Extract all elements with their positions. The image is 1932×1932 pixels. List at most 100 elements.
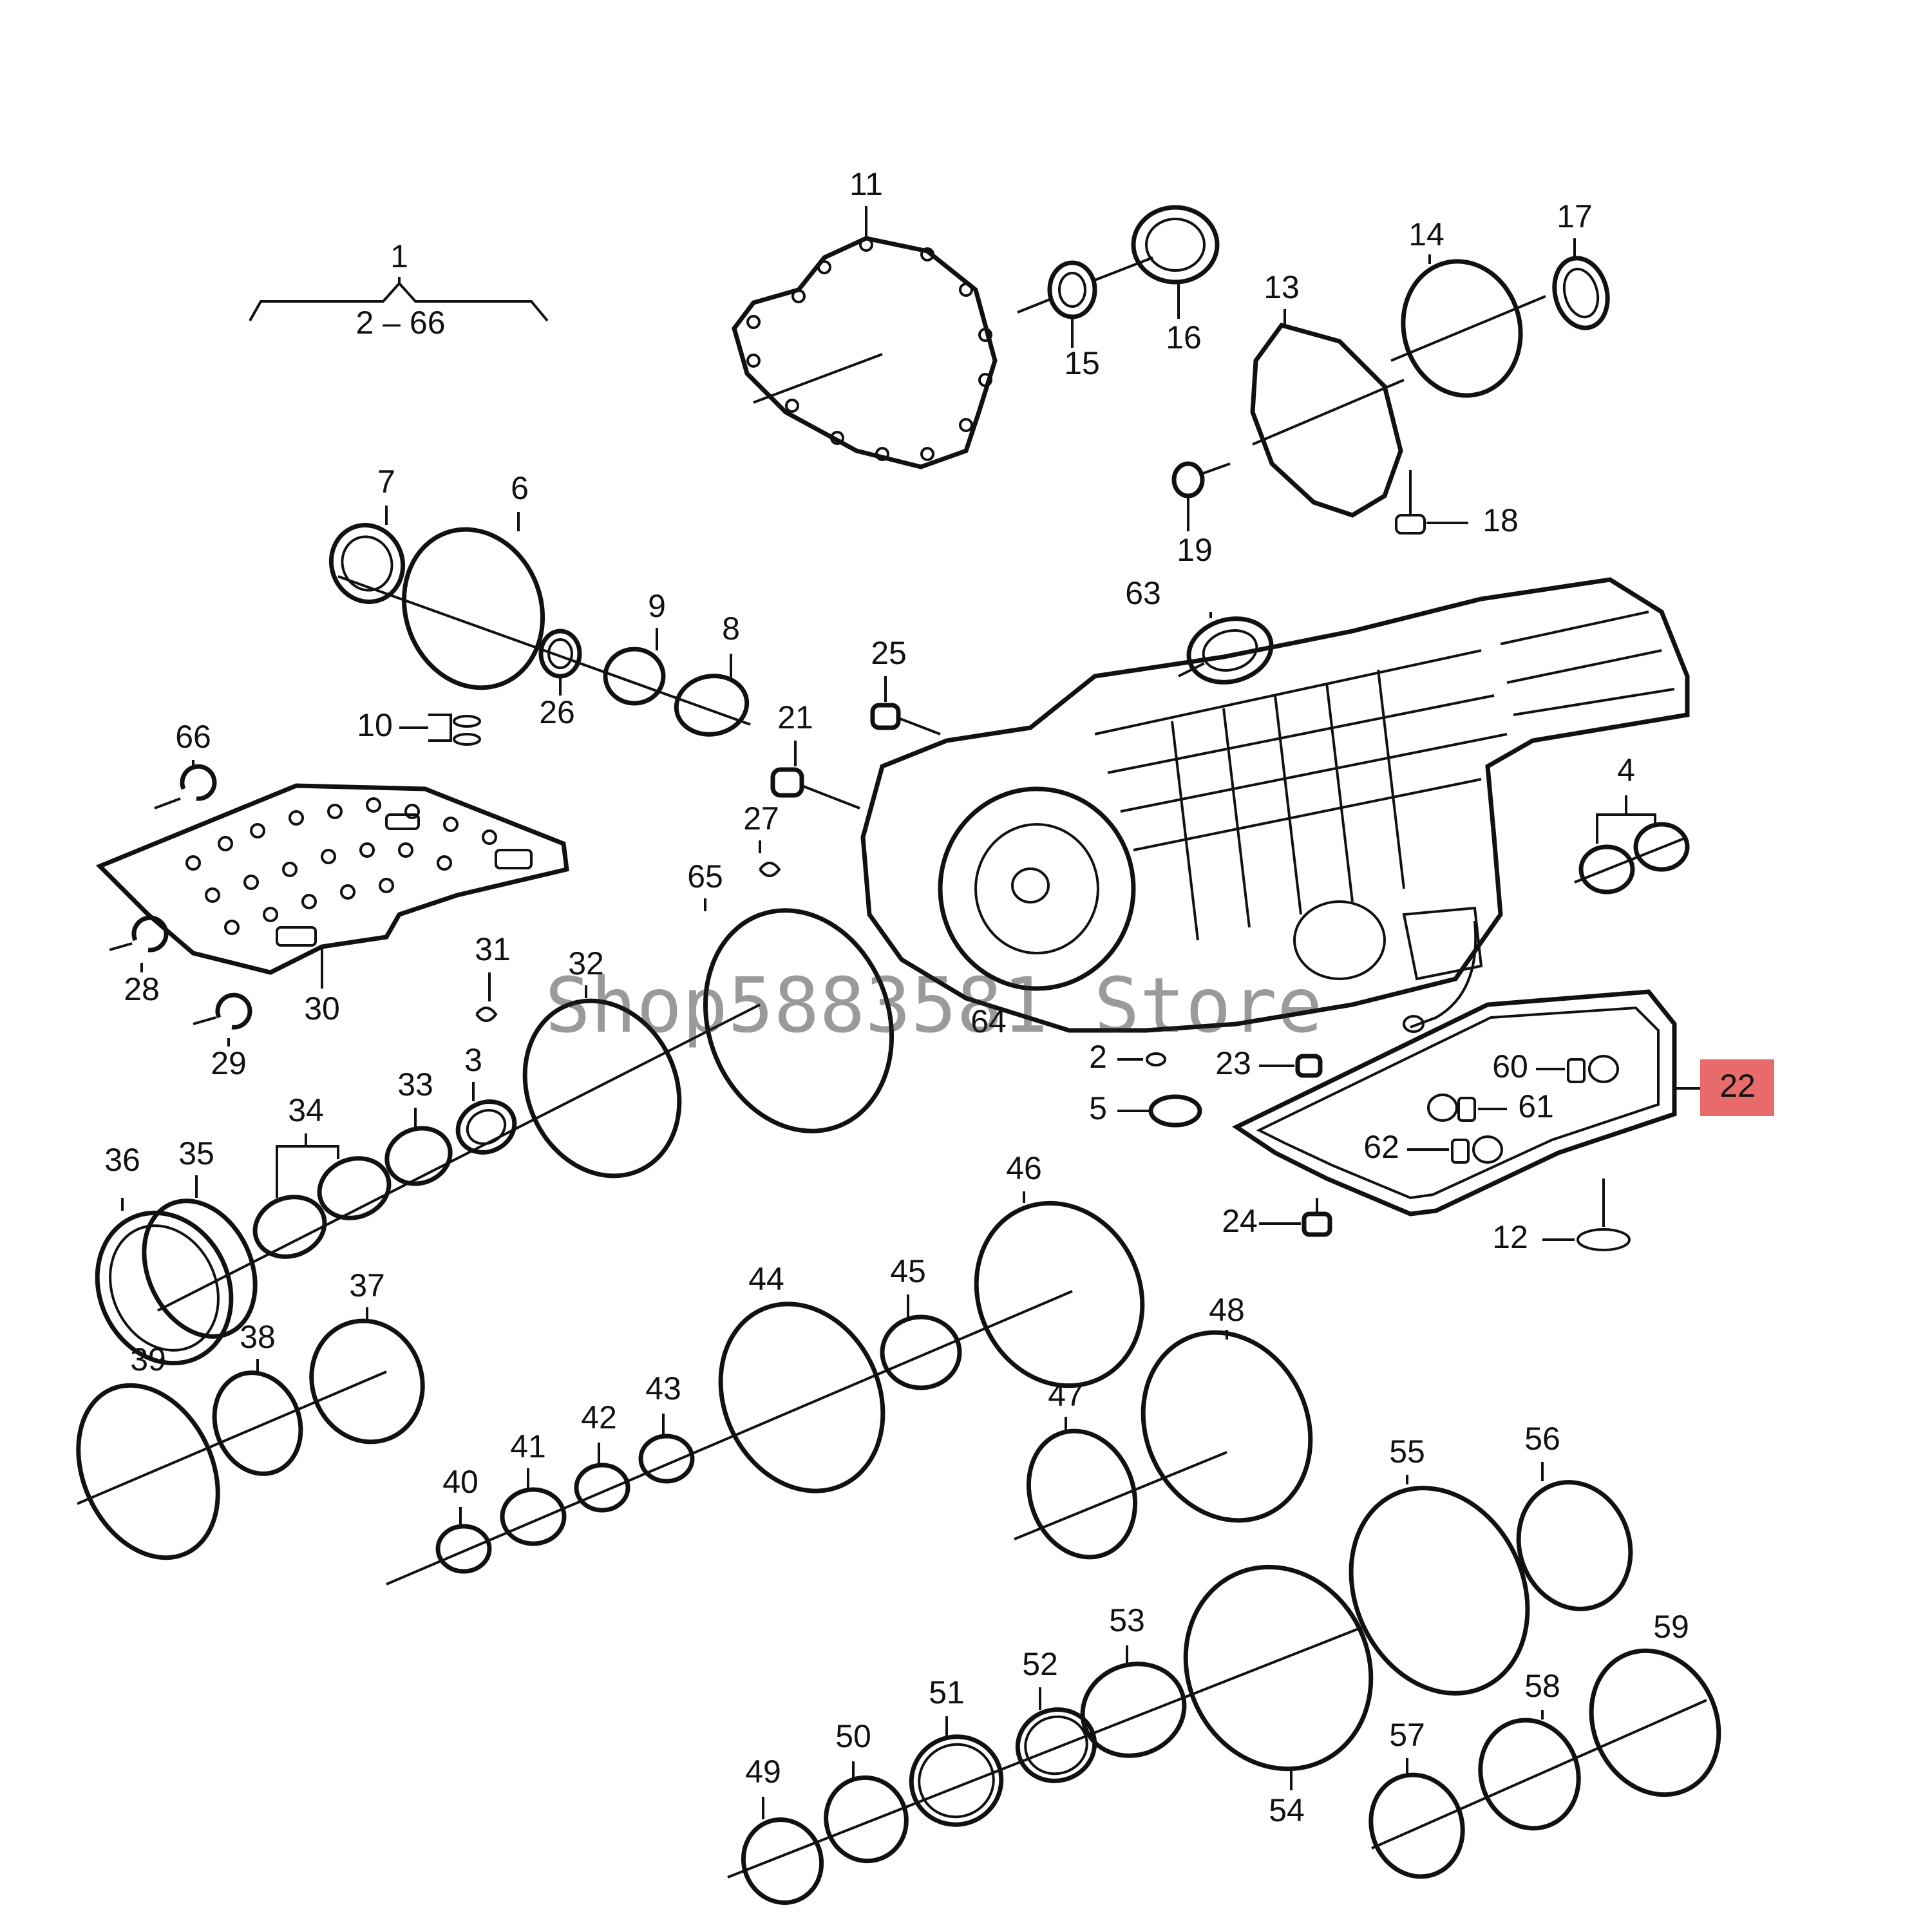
callout-18: 18	[1482, 502, 1519, 538]
callout-52: 52	[1022, 1646, 1058, 1682]
assembly-range: 2 – 66	[355, 305, 445, 341]
callout-2: 2	[1089, 1039, 1107, 1075]
seal-63: 63	[1125, 575, 1274, 685]
callout-54: 54	[1269, 1792, 1305, 1828]
ring-54: 54	[1183, 1564, 1374, 1828]
callout-61: 61	[1518, 1088, 1554, 1124]
callout-21: 21	[777, 699, 813, 735]
ring-50: 50	[824, 1718, 909, 1864]
seal-26: 26	[538, 629, 582, 730]
axis-line-left	[77, 1370, 387, 1505]
plug-21: 21	[770, 699, 860, 810]
ring-47: 47	[1026, 1377, 1138, 1560]
callout-63: 63	[1125, 575, 1161, 611]
ring-41: 41	[500, 1428, 567, 1546]
seal-35: 35	[142, 1135, 258, 1339]
plug-60: 60	[1492, 1048, 1619, 1084]
callout-62: 62	[1363, 1129, 1399, 1165]
callout-66: 66	[175, 719, 211, 755]
callout-28: 28	[124, 971, 160, 1007]
callout-17: 17	[1557, 198, 1593, 234]
ring-45: 45	[880, 1253, 962, 1390]
clip-27: 27	[743, 800, 781, 877]
ring-51: 51	[909, 1674, 1004, 1827]
callout-33: 33	[397, 1066, 433, 1103]
callout-60: 60	[1492, 1048, 1528, 1084]
highlight-box-22	[1700, 1059, 1774, 1116]
plug-18: 18	[1395, 470, 1519, 538]
callout-49: 49	[745, 1754, 781, 1790]
callout-24: 24	[1222, 1203, 1258, 1239]
ring-43: 43	[638, 1370, 695, 1484]
axis-line-right	[1371, 1699, 1707, 1850]
callout-58: 58	[1524, 1668, 1560, 1704]
seal-7: 7	[328, 464, 406, 604]
axis-line-upper	[337, 575, 751, 726]
gasket-13: 13	[1250, 269, 1405, 518]
callout-27: 27	[743, 800, 779, 837]
ring-14: 14	[1390, 216, 1546, 398]
callout-44: 44	[748, 1261, 784, 1297]
callout-57: 57	[1389, 1717, 1425, 1753]
ring-58: 58	[1478, 1668, 1581, 1831]
plug-62: 62	[1363, 1129, 1503, 1165]
callout-14: 14	[1408, 216, 1444, 252]
callout-36: 36	[104, 1142, 140, 1178]
ring-56: 56	[1516, 1421, 1633, 1611]
ring-57: 57	[1368, 1717, 1465, 1879]
callout-40: 40	[442, 1464, 478, 1500]
callout-31: 31	[475, 931, 511, 967]
callout-5: 5	[1089, 1090, 1107, 1126]
ring-40: 40	[435, 1464, 492, 1574]
ring-49: 49	[741, 1754, 824, 1905]
axis-line-lower-1	[386, 1290, 1073, 1586]
callout-55: 55	[1389, 1434, 1425, 1470]
axis-line-bottom	[727, 1625, 1366, 1879]
callout-37: 37	[349, 1267, 385, 1303]
callout-30: 30	[304, 990, 340, 1027]
callout-13: 13	[1264, 269, 1300, 305]
callout-53: 53	[1109, 1602, 1145, 1638]
callout-8: 8	[722, 611, 740, 647]
clip-31: 31	[475, 931, 511, 1022]
callout-10: 10	[357, 707, 393, 743]
assembly-bracket: 1 2 – 66	[249, 238, 549, 341]
ring-37: 37	[309, 1267, 425, 1444]
gasket-11: 11	[732, 166, 998, 469]
callout-3: 3	[464, 1042, 482, 1078]
separator-plate-30: 30	[95, 783, 569, 1027]
callout-46: 46	[1006, 1150, 1042, 1186]
plug-23: 23	[1215, 1045, 1323, 1081]
rings-34: 34	[252, 1092, 392, 1259]
ring-9: 9	[603, 588, 666, 706]
callout-12: 12	[1492, 1219, 1528, 1255]
seal-5: 5	[1089, 1090, 1202, 1128]
callout-41: 41	[510, 1428, 546, 1464]
ring-33: 33	[384, 1066, 453, 1186]
callout-51: 51	[929, 1674, 965, 1710]
circlip-66: 66	[154, 719, 217, 810]
ring-39: 39	[76, 1341, 220, 1560]
callout-48: 48	[1209, 1292, 1245, 1328]
callout-7: 7	[377, 464, 395, 500]
axis-line-lower-2	[1014, 1451, 1227, 1540]
circlip-29: 29	[193, 992, 252, 1081]
callout-59: 59	[1653, 1609, 1689, 1645]
ring-46: 46	[974, 1150, 1145, 1388]
plug-25: 25	[870, 635, 941, 735]
seal-17: 17	[1552, 198, 1610, 330]
callout-34: 34	[288, 1092, 324, 1128]
callout-56: 56	[1524, 1421, 1560, 1457]
callout-16: 16	[1166, 319, 1202, 355]
plug-19: 19	[1171, 461, 1231, 568]
callout-32: 32	[568, 945, 604, 981]
callout-4: 4	[1617, 752, 1635, 788]
ring-42: 42	[574, 1399, 630, 1513]
callout-9: 9	[648, 588, 666, 624]
seal-16: 16	[1094, 205, 1220, 355]
plug-24: 24	[1222, 1198, 1332, 1239]
seal-36: 36	[95, 1142, 234, 1366]
circlip-28: 28	[109, 915, 169, 1007]
ring-44: 44	[718, 1261, 886, 1493]
